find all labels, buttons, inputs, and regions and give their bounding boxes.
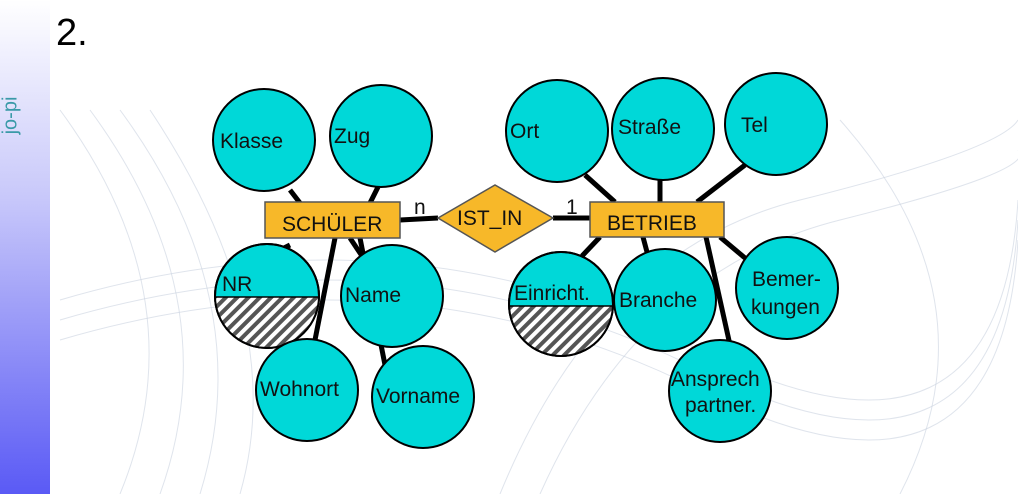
attribute-name: Name	[340, 244, 444, 348]
attribute-vorname: Vorname	[371, 345, 475, 449]
svg-text:Bemer-: Bemer-	[752, 268, 821, 291]
attribute-wohnort: Wohnort	[255, 338, 359, 442]
svg-text:Ort: Ort	[510, 120, 539, 143]
attribute-branche: Branche	[613, 248, 717, 352]
attribute-klasse: Klasse	[212, 88, 316, 192]
attribute-tel: Tel	[724, 72, 828, 176]
svg-text:NR: NR	[222, 273, 252, 296]
svg-text:Straße: Straße	[618, 116, 681, 139]
svg-text:Wohnort: Wohnort	[260, 378, 339, 401]
svg-text:Tel: Tel	[741, 114, 768, 137]
slide-number: 2.	[56, 12, 88, 54]
svg-text:IST_IN: IST_IN	[457, 207, 522, 230]
attribute-ort: Ort	[505, 79, 609, 183]
attribute-bemerkungen: Bemer-kungen	[735, 236, 839, 340]
svg-text:kungen: kungen	[751, 296, 820, 319]
attribute-einricht-key: Einricht.	[508, 251, 614, 357]
attribute-nr-key: NR	[214, 243, 320, 349]
attribute-strasse: Straße	[611, 77, 715, 181]
svg-text:Klasse: Klasse	[220, 130, 283, 153]
sidebar: jo-pi	[0, 0, 50, 494]
svg-text:BETRIEB: BETRIEB	[607, 212, 697, 235]
cardinality-1: 1	[566, 196, 578, 219]
svg-text:SCHÜLER: SCHÜLER	[282, 213, 382, 236]
svg-text:Einricht.: Einricht.	[514, 282, 590, 305]
entity-betrieb: BETRIEB	[589, 201, 725, 238]
svg-text:Ansprech: Ansprech	[671, 368, 760, 391]
svg-text:Name: Name	[345, 284, 401, 307]
attribute-zug: Zug	[329, 84, 433, 188]
svg-text:Zug: Zug	[334, 125, 370, 148]
svg-text:Branche: Branche	[619, 289, 697, 312]
relationship-ist-in: IST_IN	[436, 184, 555, 253]
cardinality-n: n	[414, 196, 426, 219]
entity-schueler: SCHÜLER	[264, 201, 401, 239]
svg-text:partner.: partner.	[685, 394, 756, 417]
svg-text:Vorname: Vorname	[376, 385, 460, 408]
attribute-ansprechpartner: Ansprech partner.	[668, 339, 772, 443]
